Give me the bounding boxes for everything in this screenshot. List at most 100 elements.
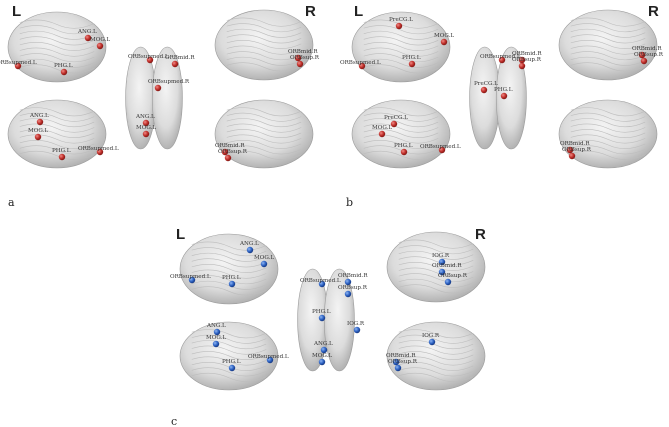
node-label: MOG.L [254,255,274,261]
node-label: ANG.L [206,323,226,329]
node-marker [318,280,326,288]
gyrus-line [19,123,95,133]
gyrus-line [363,53,439,63]
node-marker [395,22,403,30]
node-marker [320,346,328,354]
gyrus-line [398,372,474,382]
node-marker [58,153,66,161]
gyrus-line [191,286,267,296]
gyrus-line [570,140,646,149]
gyrus-line [570,23,646,33]
node-label: ORBsupmed.L [170,274,211,280]
node-label: ORBsup.R [338,285,368,291]
gyrus-line [226,150,302,160]
gyrus-line [363,64,439,74]
gyrus-line [19,64,95,74]
gyrus-line [398,250,474,260]
gyrus-line [570,123,646,133]
gyrus-line [398,267,474,277]
gyrus-line [570,40,646,49]
gyrus-line [226,45,302,55]
gyrus-line [398,262,474,271]
node-marker [498,56,506,64]
brain-dorsal-right [495,46,527,150]
gyrus-line [570,134,646,144]
hemisphere-label-right: R [475,226,486,243]
gyrus-line [398,278,474,288]
node-label: MOG.L [206,335,226,341]
node-marker [428,338,436,346]
node-label: ANG.L [135,114,155,120]
gyrus-line [226,34,302,44]
gyrus-line [191,241,267,251]
gyrus-line [226,17,302,27]
gyrus-line [19,134,95,144]
gyrus-line [191,252,267,262]
node-label: ORBsupmed.L [300,278,341,284]
gyrus-line [570,112,646,122]
node-marker [378,130,386,138]
node-label: ORBsup.R [290,55,320,61]
gyrus-line [398,351,474,361]
gyrus-line [398,334,474,344]
gyrus-line [363,134,439,144]
gyrus-line [363,107,439,117]
gyrus-line [19,129,95,139]
gyrus-line [570,17,646,27]
node-marker [518,56,526,64]
gyrus-line [398,256,474,266]
node-marker [96,148,104,156]
gyrus-line [19,42,95,51]
gyrus-line [570,56,646,66]
gyrus-line [19,140,95,149]
node-marker [188,276,196,284]
gyrus-line [19,107,95,117]
gyrus-line [19,112,95,122]
node-label: ORBsup.R [512,57,542,63]
node-label: ORBsupmed.L [128,54,169,60]
node-marker [400,148,408,156]
node-marker [294,54,302,62]
gyrus-line [226,56,302,66]
gyrus-line [191,372,267,382]
node-marker [146,56,154,64]
gyrus-line [363,58,439,68]
gyrus-line [19,58,95,68]
panel-letter: b [346,196,353,209]
node-marker [246,246,254,254]
node-marker [228,364,236,372]
node-label: PHG.L [312,309,331,315]
node-label: ORBmid.R [338,273,368,279]
node-label: ORBsupmed.L [420,144,461,150]
node-marker [438,258,446,266]
gyrus-line [191,258,267,268]
gyrus-line [191,356,267,366]
node-label: MOG.L [434,33,454,39]
node-marker [221,148,229,156]
gyrus-line [363,123,439,133]
gyrus-line [191,351,267,361]
node-marker [171,60,179,68]
hemisphere-label-left: L [354,3,363,20]
node-marker [36,118,44,126]
node-marker [142,130,150,138]
node-marker [392,358,400,366]
node-label: PreCG.L [384,115,408,121]
gyrus-line [191,329,267,339]
node-marker [638,51,646,59]
node-label: IOG.R [422,333,440,339]
node-label: ANG.L [77,29,97,35]
gyrus-line [226,140,302,149]
gyrus-line [398,273,474,283]
panel-letter: c [171,415,177,427]
node-marker [344,290,352,298]
gyrus-line [226,28,302,38]
node-label: PHG.L [222,359,241,365]
node-marker [353,326,361,334]
node-label: ANG.L [29,113,49,119]
node-label: PHG.L [402,55,421,61]
gyrus-line [363,25,439,35]
gyrus-line [191,269,267,279]
node-label: PHG.L [494,87,513,93]
node-marker [518,62,526,70]
